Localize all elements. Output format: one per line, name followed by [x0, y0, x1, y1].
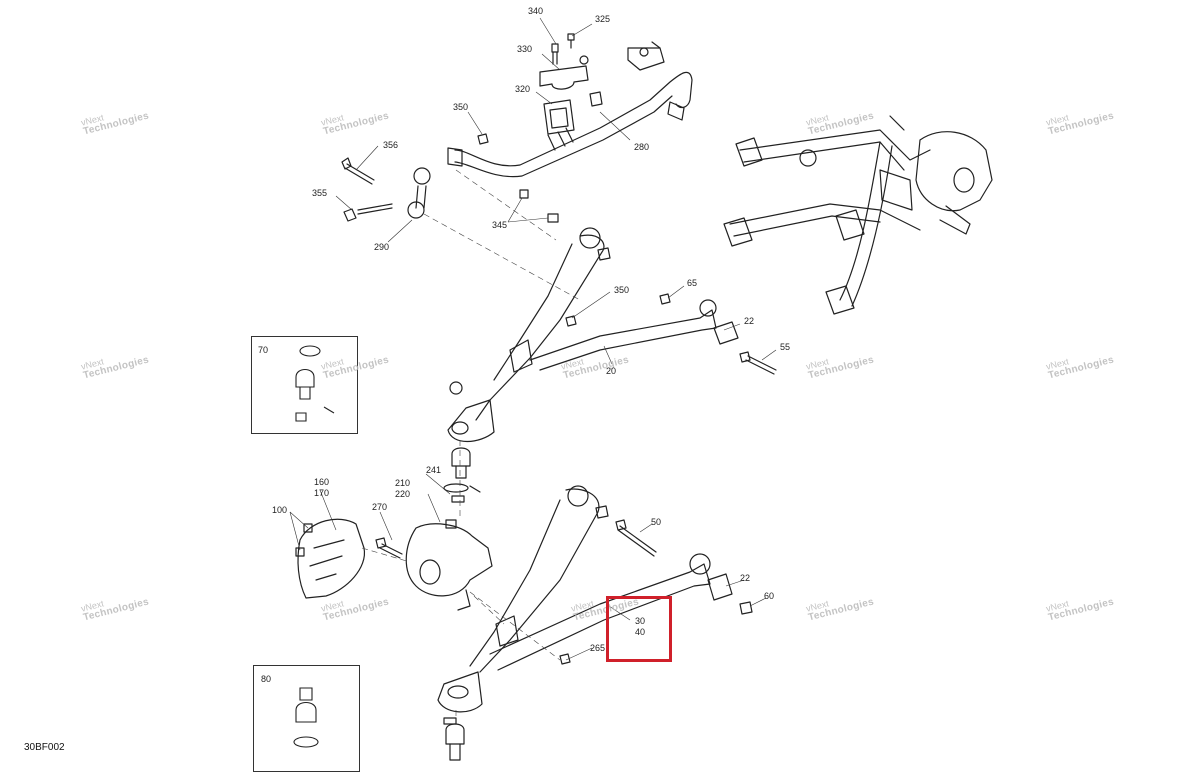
steering-knuckle: [375, 523, 493, 611]
part-label[interactable]: 330: [517, 44, 533, 54]
part-label[interactable]: 356: [383, 140, 399, 150]
part-label[interactable]: 55: [780, 342, 791, 352]
part-label[interactable]: 30: [635, 616, 646, 626]
part-label[interactable]: 320: [515, 84, 531, 94]
part-label[interactable]: 345: [492, 220, 508, 230]
part-label[interactable]: 50: [651, 517, 662, 527]
part-label[interactable]: 350: [614, 285, 630, 295]
inset-80-drawing: [293, 687, 319, 748]
highlight-box: [606, 596, 672, 662]
sway-bar-link: [341, 133, 559, 223]
part-label[interactable]: 290: [374, 242, 390, 252]
part-label[interactable]: 325: [595, 14, 611, 24]
part-label[interactable]: 40: [635, 627, 646, 637]
part-label[interactable]: 210: [395, 478, 411, 488]
assembled-suspension-view: [723, 115, 993, 315]
part-label[interactable]: 60: [764, 591, 775, 601]
sway-bar: [447, 41, 693, 178]
part-label[interactable]: 270: [372, 502, 388, 512]
ball-joint-stack: [443, 447, 481, 529]
part-label[interactable]: 22: [744, 316, 755, 326]
part-label[interactable]: 160: [314, 477, 330, 487]
inset-70-drawing: [295, 345, 335, 422]
part-label[interactable]: 70: [258, 345, 269, 355]
part-label[interactable]: 22: [740, 573, 751, 583]
diagram-code: 30BF002: [24, 742, 65, 753]
part-label[interactable]: 265: [590, 643, 606, 653]
sway-bar-bushing: [539, 33, 603, 135]
part-label[interactable]: 65: [687, 278, 698, 288]
part-label[interactable]: 170: [314, 488, 330, 498]
part-label[interactable]: 20: [606, 366, 617, 376]
part-label[interactable]: 355: [312, 188, 328, 198]
inset-box-70: [251, 336, 358, 434]
part-label[interactable]: 241: [426, 465, 442, 475]
part-label[interactable]: 80: [261, 674, 272, 684]
lower-a-arm: [437, 485, 753, 761]
part-label[interactable]: 350: [453, 102, 469, 112]
inset-box-80: [253, 665, 360, 772]
part-label[interactable]: 220: [395, 489, 411, 499]
part-label[interactable]: 100: [272, 505, 288, 515]
part-label[interactable]: 340: [528, 6, 544, 16]
upper-a-arm: [447, 227, 777, 443]
knuckle-guard: [295, 518, 366, 599]
part-label[interactable]: 280: [634, 142, 650, 152]
